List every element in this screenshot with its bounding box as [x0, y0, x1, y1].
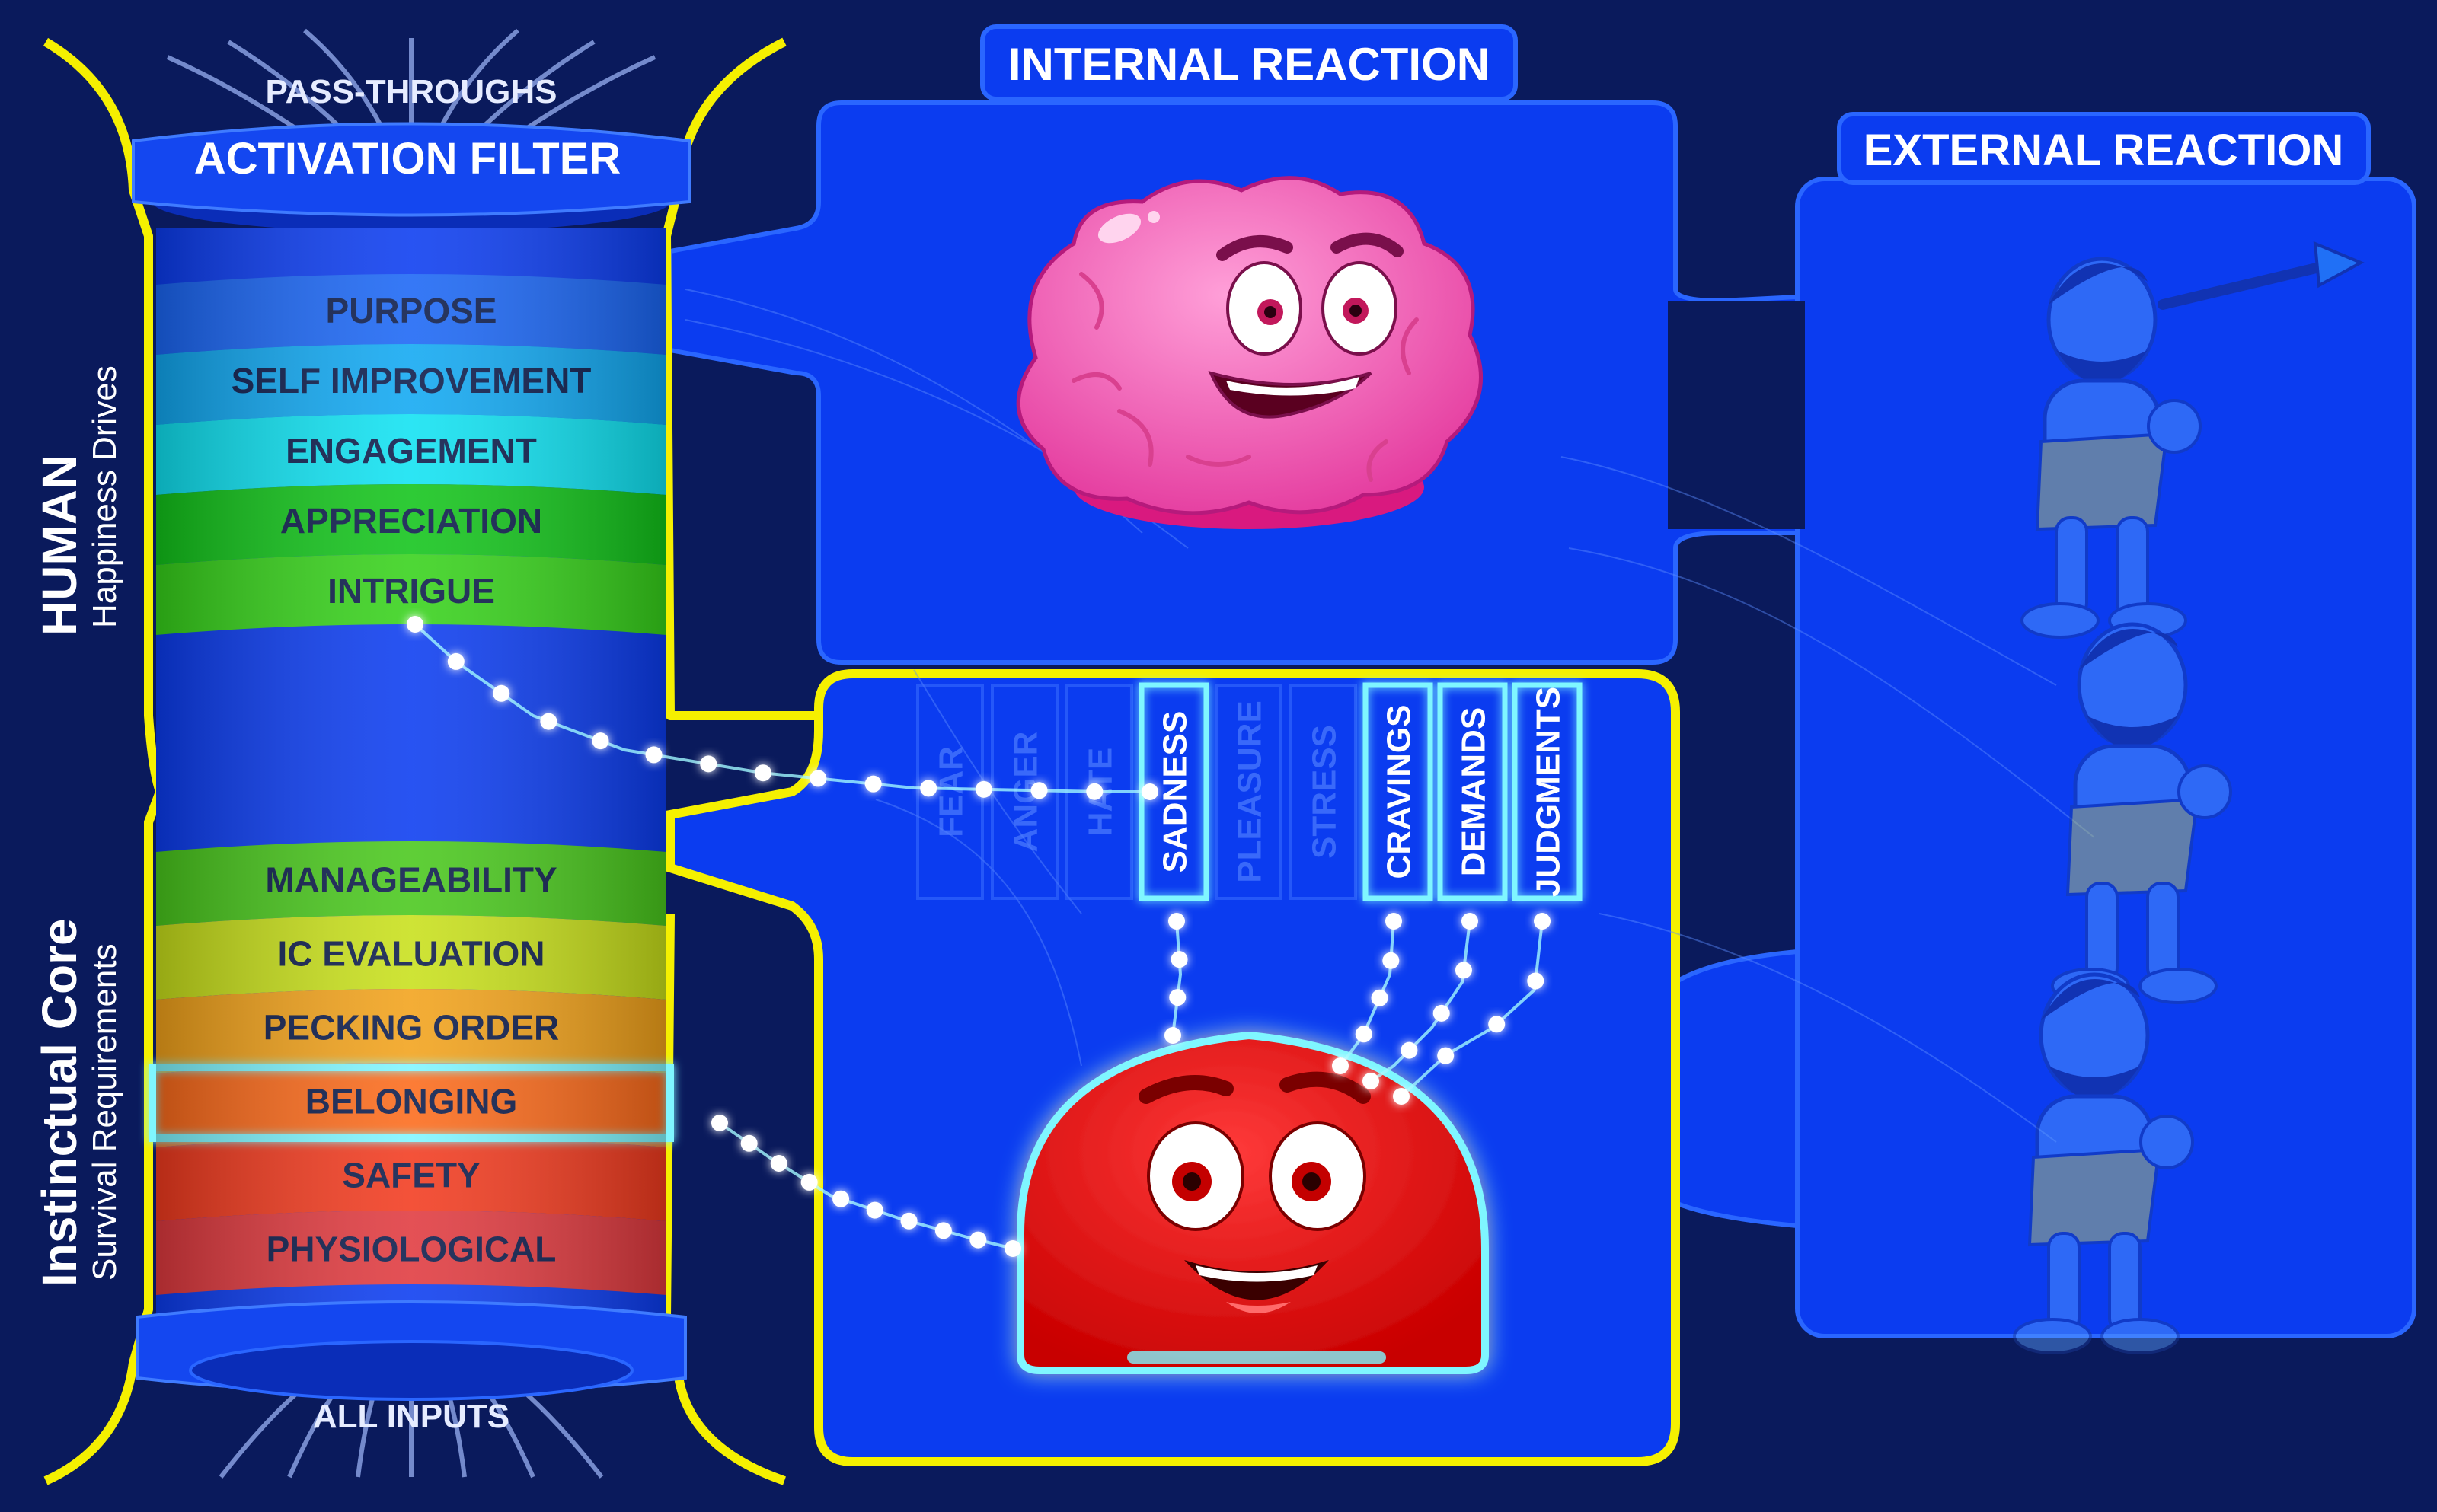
activation-filter-label: ACTIVATION FILTER — [194, 134, 621, 183]
connector-dot — [969, 1231, 987, 1249]
neural-connectors — [407, 616, 1551, 1257]
connector-dot — [645, 746, 663, 764]
connector-dot — [1401, 1041, 1418, 1059]
connector-dot — [540, 713, 557, 730]
all-inputs-label: ALL INPUTS — [313, 1398, 509, 1435]
connector-dot — [1382, 952, 1400, 969]
connector-dot — [934, 1222, 952, 1239]
connector-dot — [900, 1212, 918, 1230]
instinctual-core-character — [1017, 1031, 1489, 1374]
connector-dot — [1030, 782, 1048, 799]
emotion-column — [1362, 682, 1433, 901]
brain-character — [1016, 176, 1483, 529]
connector-dot — [1168, 913, 1185, 930]
pass-throughs-label: PASS-THROUGHS — [266, 73, 557, 110]
emotion-label: STRESS — [1306, 725, 1343, 859]
connector-dot — [832, 1190, 850, 1207]
emotion-label: FEAR — [933, 746, 970, 837]
connector-dot — [447, 652, 465, 670]
connector-dot — [1142, 783, 1158, 800]
connector-dot — [1432, 1004, 1450, 1022]
connector-dot — [1527, 972, 1544, 990]
emotion-column — [1215, 684, 1282, 900]
emotion-label: JUDGMENTS — [1530, 687, 1567, 897]
connector-dot — [1169, 989, 1187, 1006]
emotion-column — [1512, 682, 1583, 901]
connector-dot — [1171, 951, 1188, 968]
human-subtitle: Happiness Drives — [86, 365, 123, 628]
connector-dot — [1393, 1088, 1410, 1105]
emotion-label: CRAVINGS — [1381, 705, 1418, 879]
connector-dot — [407, 616, 423, 633]
connector-dot — [1455, 962, 1472, 979]
connector-dot — [754, 764, 771, 782]
emotion-column — [1289, 684, 1357, 900]
panel-connector-bottom — [1673, 949, 1800, 1229]
connector-dot — [1488, 1016, 1506, 1033]
emotion-label: PLEASURE — [1231, 700, 1269, 883]
human-side-label: HUMAN Happiness Drives — [32, 365, 123, 636]
emotion-column — [1437, 682, 1508, 901]
internal-reaction-title: INTERNAL REACTION — [1008, 39, 1490, 90]
human-title: HUMAN — [32, 455, 87, 636]
connector-line — [1171, 920, 1183, 1036]
connector-dot — [1355, 1026, 1372, 1043]
connector-dot — [1086, 783, 1104, 800]
connector-dot — [1534, 913, 1551, 930]
connector-dot — [1362, 1073, 1379, 1089]
core-side-label: Instinctual Core Survival Requirements — [32, 918, 123, 1287]
bottom-intake — [189, 1340, 634, 1401]
connector-dot — [1437, 1047, 1455, 1064]
connector-line — [414, 623, 1150, 793]
connector-dot — [770, 1154, 787, 1172]
caveman-figure — [2020, 241, 2365, 639]
emotion-columns: FEARANGERHATESADNESSPLEASURESTRESSCRAVIN… — [916, 682, 1583, 901]
emotion-label: DEMANDS — [1455, 707, 1493, 876]
connector-dot — [1385, 913, 1402, 930]
connector-dot — [1005, 1240, 1021, 1257]
connector-dot — [920, 780, 937, 797]
column-shade — [156, 228, 666, 1317]
connector-dot — [592, 732, 609, 750]
connector-dot — [810, 770, 827, 787]
connector-dot — [1461, 913, 1478, 930]
internal-reaction-tab — [980, 24, 1518, 101]
external-reaction-figures — [2013, 241, 2365, 1354]
emotion-label: SADNESS — [1157, 711, 1194, 873]
connector-dot — [1164, 1027, 1181, 1044]
connector-dot — [866, 1201, 883, 1219]
panel-connector-top — [1668, 301, 1805, 529]
connector-line — [1369, 920, 1471, 1083]
external-reaction-title: EXTERNAL REACTION — [1864, 126, 2344, 175]
connector-dot — [1371, 989, 1388, 1006]
caveman-figure — [2051, 622, 2232, 1004]
activation-filter-ring — [132, 122, 691, 217]
connector-dot — [864, 775, 882, 793]
caveman-figure — [2013, 972, 2194, 1354]
connector-dot — [1332, 1057, 1349, 1074]
core-subtitle: Survival Requirements — [86, 943, 123, 1281]
connector-dot — [700, 755, 717, 773]
connector-dot — [493, 684, 510, 702]
core-title: Instinctual Core — [32, 918, 87, 1287]
connector-dot — [740, 1134, 758, 1152]
connector-dot — [800, 1173, 818, 1191]
external-reaction-tab — [1837, 112, 2371, 185]
connector-dot — [711, 1115, 728, 1131]
connector-dot — [975, 780, 992, 798]
